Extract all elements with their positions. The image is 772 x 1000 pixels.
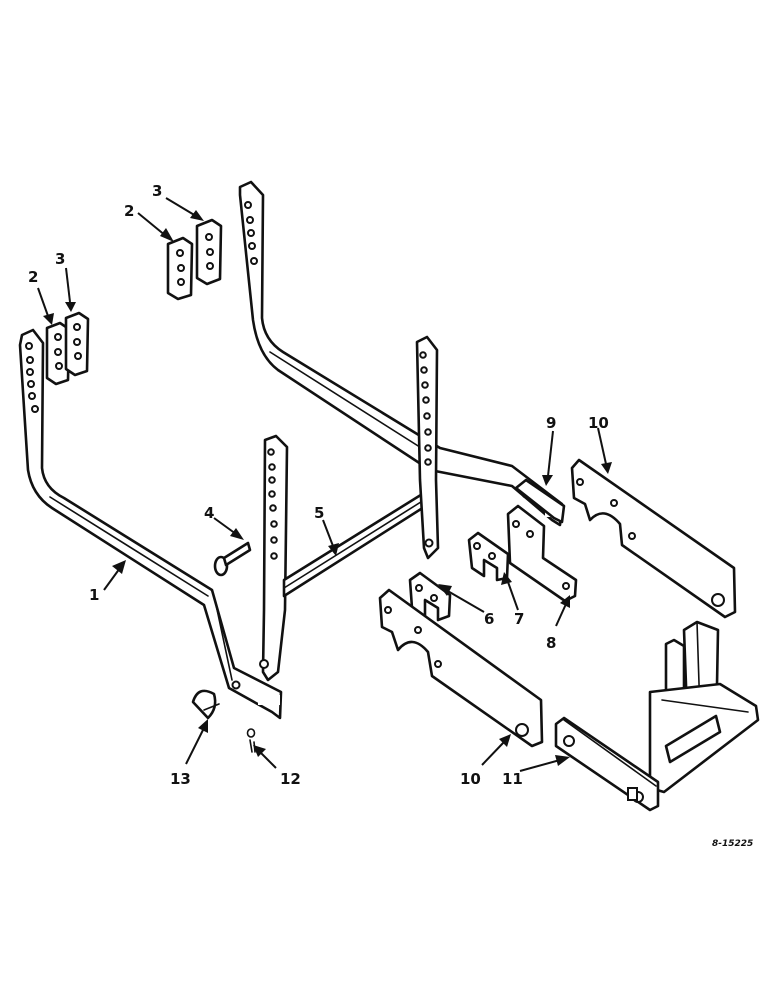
- part-upper-bar: [238, 180, 567, 527]
- part-9-plate: [514, 478, 566, 524]
- callout-10-lower: 10: [460, 770, 481, 788]
- callout-3-upper: 3: [152, 182, 162, 200]
- part-7-bracket: [467, 531, 510, 582]
- callout-13: 13: [170, 770, 191, 788]
- callout-2-lower: 2: [28, 268, 38, 286]
- callout-1: 1: [89, 586, 99, 604]
- part-13-clip: [191, 689, 220, 720]
- callout-4: 4: [204, 504, 214, 522]
- callout-12: 12: [280, 770, 301, 788]
- part-3-plate-lower: [64, 311, 90, 377]
- part-2-plate-lower: [45, 321, 71, 386]
- callout-11: 11: [502, 770, 523, 788]
- part-3-plate-upper: [195, 218, 223, 286]
- part-12-cotter: [246, 728, 256, 753]
- leader-lines: [37, 197, 612, 772]
- callout-3-lower: 3: [55, 250, 65, 268]
- right-vertical-plate: [415, 335, 440, 560]
- part-10-plate-upper: [570, 458, 737, 619]
- part-10-plate-lower: [378, 588, 544, 748]
- callout-labels: 1 2 3 2 3 4 5 6 7 8 9 10 10 11 12 13: [28, 182, 609, 788]
- callout-2-upper: 2: [124, 202, 134, 220]
- callout-10-upper: 10: [588, 414, 609, 432]
- callout-9: 9: [546, 414, 556, 432]
- part-2-plate-upper: [166, 236, 194, 301]
- callout-6: 6: [484, 610, 494, 628]
- figure-reference-number: 8-15225: [712, 839, 753, 849]
- callout-8: 8: [546, 634, 556, 652]
- callout-7: 7: [514, 610, 524, 628]
- part-4-pin: [213, 541, 252, 577]
- part-8-bracket: [506, 504, 578, 603]
- callout-5: 5: [314, 504, 324, 522]
- part-11-drawbar-frame: [554, 620, 760, 812]
- left-vertical-plate: [259, 434, 289, 682]
- part-1-left-bar: [18, 328, 283, 720]
